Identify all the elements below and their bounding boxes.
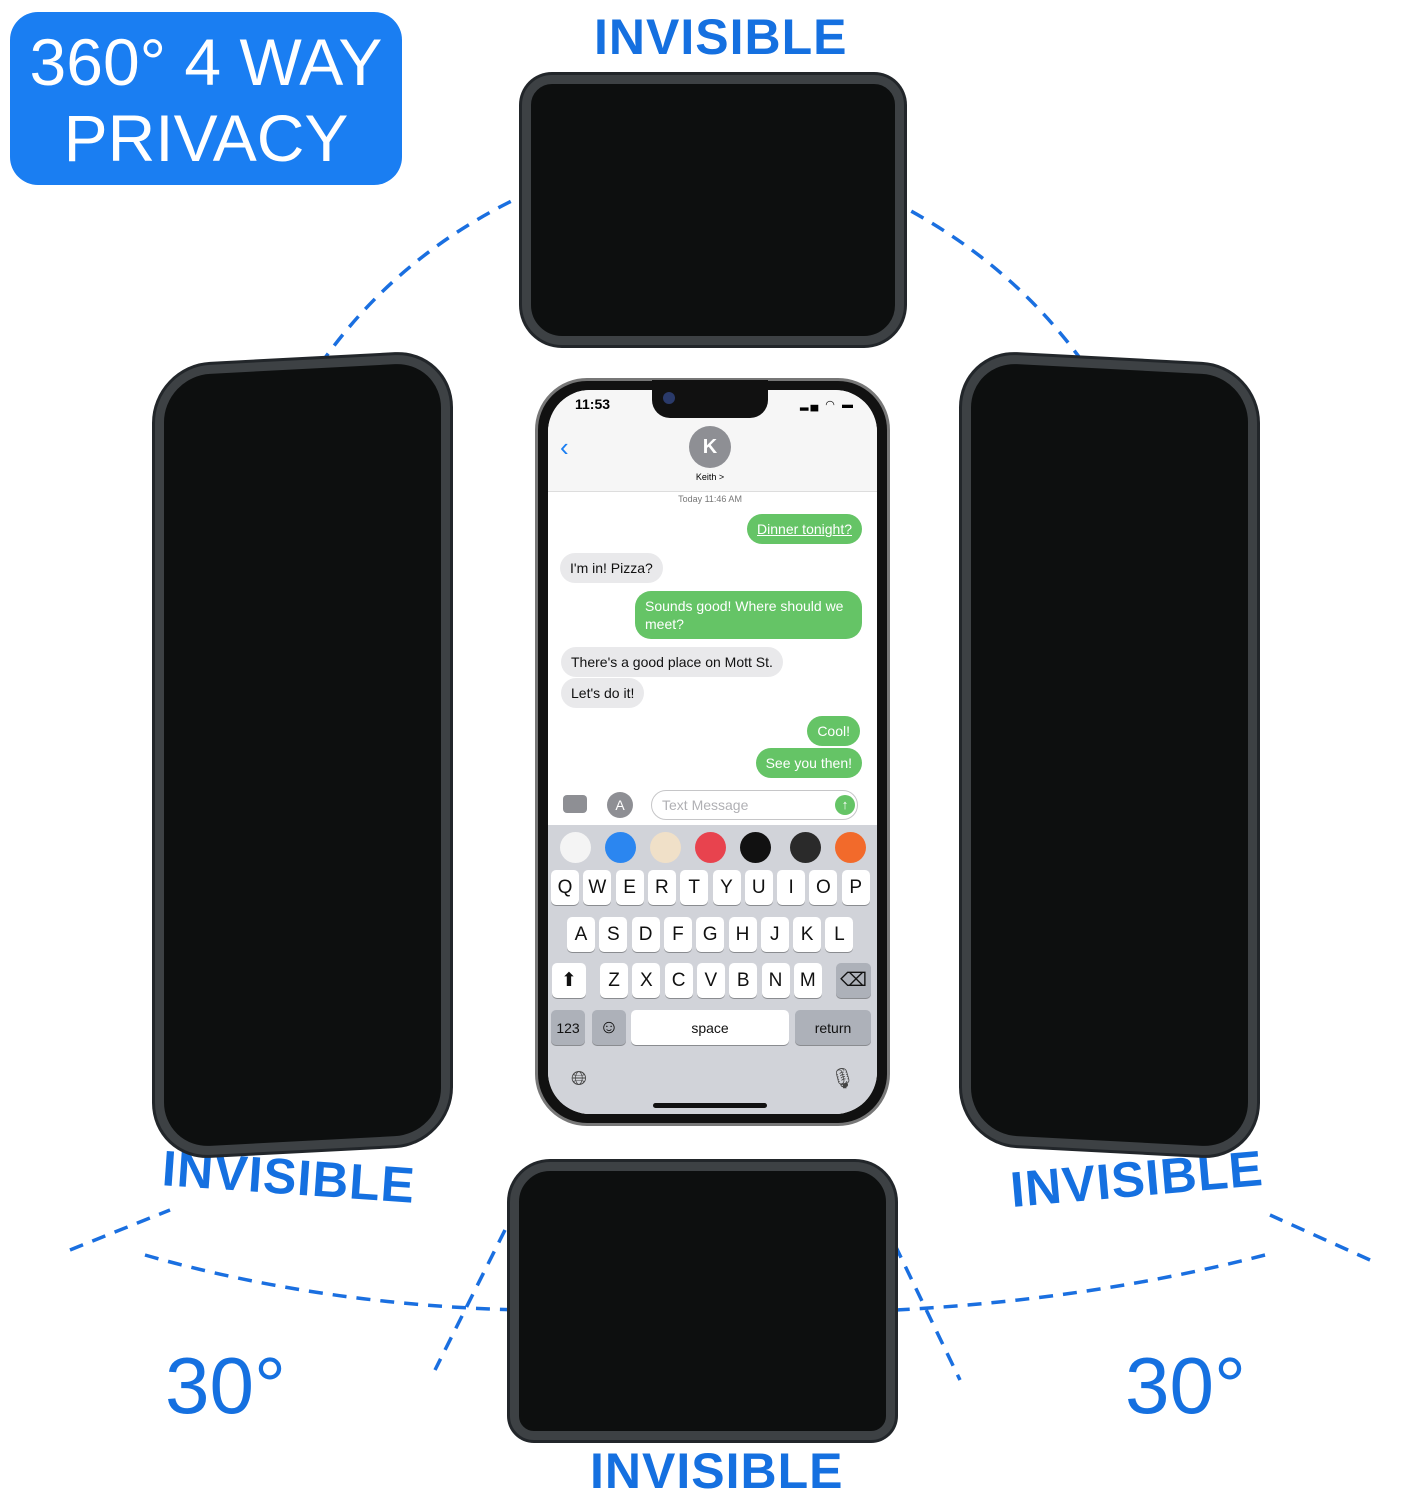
key-b[interactable]: B: [729, 963, 758, 998]
key-o[interactable]: O: [809, 870, 838, 905]
badge-line-2: PRIVACY: [63, 101, 349, 175]
delete-key[interactable]: ⌫: [836, 963, 871, 998]
heart-digital-touch-app-icon[interactable]: [740, 832, 771, 863]
key-x[interactable]: X: [632, 963, 661, 998]
emoji-key[interactable]: ☺: [592, 1010, 626, 1045]
contact-name[interactable]: Keith >: [695, 472, 725, 482]
key-j[interactable]: J: [760, 917, 789, 952]
memoji-stickers-app-icon[interactable]: [790, 832, 821, 863]
home-indicator: [653, 1103, 767, 1108]
angle-label-left: 30°: [165, 1341, 286, 1430]
key-q[interactable]: Q: [551, 870, 579, 905]
angle-label-right: 30°: [1125, 1341, 1246, 1430]
key-r[interactable]: R: [647, 870, 676, 905]
shift-key[interactable]: ⬆: [552, 963, 586, 998]
phone-right-view-dark: [962, 352, 1257, 1158]
globe-icon[interactable]: 🌐︎: [571, 1068, 587, 1090]
text-message-input[interactable]: Text Message: [651, 790, 858, 820]
microphone-icon[interactable]: 🎙︎: [830, 1068, 856, 1090]
message-bubble-sent: Sounds good! Where should we meet?: [635, 591, 862, 639]
key-s[interactable]: S: [599, 917, 628, 952]
status-icons: ▂▄ ◠ ▬: [800, 399, 855, 411]
camera-lens: [663, 392, 675, 404]
status-time: 11:53: [575, 396, 611, 412]
phone-bottom-view-dark: [510, 1162, 895, 1440]
back-chevron-icon[interactable]: ‹: [560, 432, 569, 462]
message-bubble-sent: Cool!: [807, 716, 860, 746]
key-y[interactable]: Y: [712, 870, 741, 905]
message-timestamp: Today 11:46 AM: [678, 494, 742, 504]
key-e[interactable]: E: [615, 870, 644, 905]
message-bubble-sent: See you then!: [755, 748, 862, 778]
badge-line-1: 360° 4 WAY: [29, 25, 383, 99]
key-h[interactable]: H: [728, 917, 757, 952]
camera-icon[interactable]: [563, 795, 587, 813]
key-z[interactable]: Z: [600, 963, 628, 998]
send-arrow-icon[interactable]: ↑: [835, 795, 855, 815]
key-u[interactable]: U: [744, 870, 773, 905]
app-store-app-icon[interactable]: [605, 832, 636, 863]
message-bubble-received: Let's do it!: [561, 678, 645, 708]
key-p[interactable]: P: [841, 870, 870, 905]
space-key[interactable]: space: [631, 1010, 789, 1045]
phone-top-view-dark: [522, 75, 904, 345]
memoji-app-icon[interactable]: [650, 832, 681, 863]
return-key[interactable]: return: [795, 1010, 871, 1045]
photos-app-icon[interactable]: [560, 832, 591, 863]
music-app-icon[interactable]: [695, 832, 726, 863]
privacy-badge: 360° 4 WAY PRIVACY: [10, 12, 402, 185]
key-n[interactable]: N: [761, 963, 790, 998]
message-bubble-received: I'm in! Pizza?: [560, 553, 663, 583]
key-t[interactable]: T: [680, 870, 709, 905]
key-l[interactable]: L: [825, 917, 854, 952]
key-a[interactable]: A: [567, 917, 595, 952]
key-w[interactable]: W: [583, 870, 612, 905]
key-v[interactable]: V: [696, 963, 725, 998]
key-d[interactable]: D: [631, 917, 660, 952]
app-store-icon[interactable]: A: [607, 792, 633, 818]
key-f[interactable]: F: [663, 917, 692, 952]
key-m[interactable]: M: [793, 963, 822, 998]
phone-left-view-dark: [155, 352, 450, 1158]
message-bubble-received: There's a good place on Mott St.: [561, 647, 783, 677]
label-invisible-bottom: INVISIBLE: [590, 1443, 844, 1499]
garageband-app-icon[interactable]: [835, 832, 866, 863]
key-c[interactable]: C: [664, 963, 693, 998]
key-k[interactable]: K: [793, 917, 822, 952]
key-i[interactable]: I: [777, 870, 806, 905]
message-bubble-sent: Dinner tonight?: [747, 514, 862, 544]
key-g[interactable]: G: [696, 917, 725, 952]
label-invisible-top: INVISIBLE: [594, 9, 848, 65]
contact-avatar[interactable]: K: [689, 426, 731, 468]
numbers-key[interactable]: 123: [551, 1010, 585, 1045]
